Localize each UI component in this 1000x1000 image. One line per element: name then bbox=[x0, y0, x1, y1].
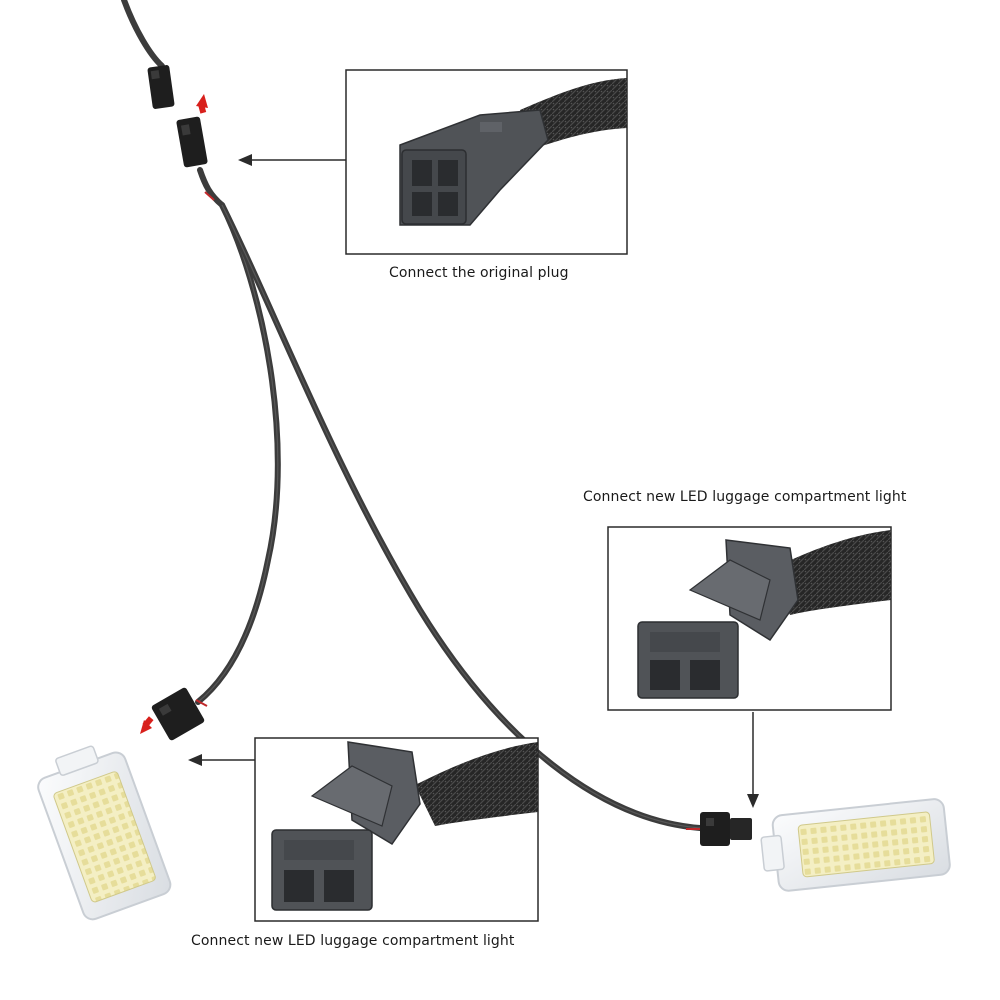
caption-led-light-bottom: Connect new LED luggage compartment ligh… bbox=[191, 933, 515, 949]
inset-led-connector-right bbox=[607, 526, 892, 711]
caption-original-plug: Connect the original plug bbox=[389, 265, 569, 281]
caption-led-light-right: Connect new LED luggage compartment ligh… bbox=[583, 489, 907, 505]
black-arrow-icon bbox=[238, 154, 346, 166]
cable-harness bbox=[121, 0, 703, 831]
main-cable-trunk bbox=[197, 167, 225, 208]
main-cable-top bbox=[121, 0, 165, 69]
red-arrow-icon bbox=[140, 716, 154, 734]
cable-branch-left bbox=[195, 202, 281, 705]
left-branch-plug bbox=[151, 687, 205, 741]
cable-branch-right bbox=[219, 202, 703, 831]
top-female-plug bbox=[147, 65, 175, 109]
black-arrow-icon bbox=[747, 712, 759, 808]
red-arrow-icon bbox=[196, 94, 208, 114]
led-light-left bbox=[37, 745, 172, 921]
right-branch-plug bbox=[700, 812, 752, 846]
inset-led-connector-bottom bbox=[254, 737, 539, 922]
inset-original-plug bbox=[345, 69, 628, 255]
led-light-right bbox=[760, 798, 951, 892]
top-male-plug bbox=[176, 116, 208, 168]
black-arrow-icon bbox=[188, 754, 255, 766]
